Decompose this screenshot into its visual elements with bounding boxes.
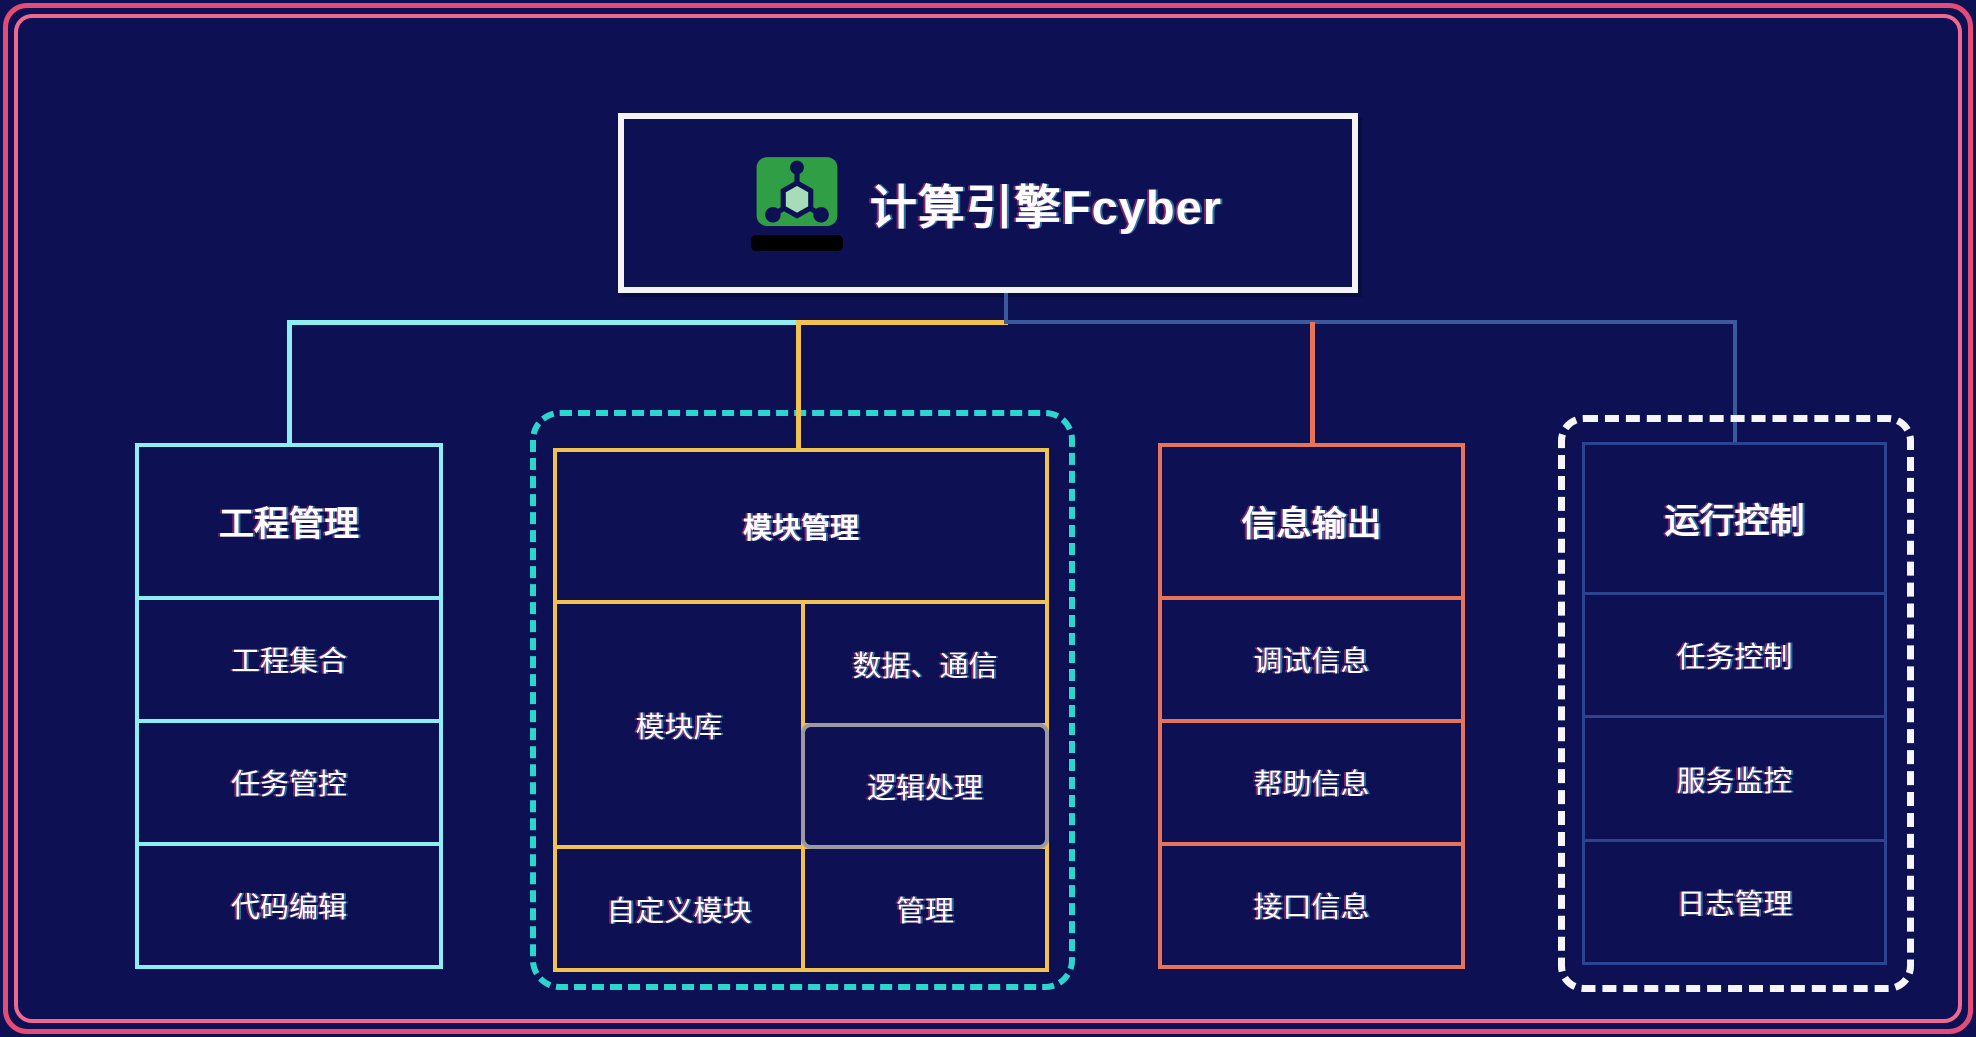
root-node-title[interactable]: 计算引擎Fcyber xyxy=(618,113,1358,293)
node-info-item[interactable]: 调试信息 xyxy=(1162,595,1461,719)
connector-bus-cyan xyxy=(287,320,800,325)
node-module-logic-label: 逻辑处理 xyxy=(866,773,983,805)
branch-info-output: 信息输出 调试信息 帮助信息 接口信息 xyxy=(1158,443,1465,969)
branch-module-management: 模块管理 模块库 数据、通信 逻辑处理 自定义模块 管理 xyxy=(553,448,1049,972)
node-run-header[interactable]: 运行控制 xyxy=(1664,502,1805,542)
node-run-item[interactable]: 服务监控 xyxy=(1585,715,1884,838)
connector-bus-yellow xyxy=(796,320,1008,325)
node-module-header[interactable]: 模块管理 xyxy=(742,513,859,545)
icon-shadow-bar xyxy=(750,235,843,251)
connector-drop-info xyxy=(1310,322,1315,444)
node-project-item[interactable]: 代码编辑 xyxy=(139,841,439,965)
molecule-icon xyxy=(750,155,843,251)
connector-drop-project xyxy=(287,320,292,444)
connector-bus-blue xyxy=(1004,320,1737,324)
branch-project-management: 工程管理 工程集合 任务管控 代码编辑 xyxy=(135,443,443,969)
node-module-data-comm[interactable]: 数据、通信 xyxy=(801,600,1045,723)
node-module-custom[interactable]: 自定义模块 xyxy=(557,845,801,968)
branch-run-control: 运行控制 任务控制 服务监控 日志管理 xyxy=(1582,442,1887,965)
node-project-item[interactable]: 任务管控 xyxy=(139,718,439,842)
node-project-header[interactable]: 工程管理 xyxy=(218,504,359,544)
node-module-library[interactable]: 模块库 xyxy=(557,600,801,845)
root-title-label: 计算引擎Fcyber xyxy=(869,180,1223,234)
node-info-header[interactable]: 信息输出 xyxy=(1241,504,1382,544)
module-dashed-container xyxy=(530,410,1075,990)
connector-drop-module xyxy=(796,320,801,450)
connector-stem xyxy=(1004,293,1008,324)
connector-drop-run xyxy=(1733,320,1737,443)
run-dashed-container xyxy=(1558,415,1914,992)
node-project-item[interactable]: 工程集合 xyxy=(139,595,439,719)
node-run-item[interactable]: 任务控制 xyxy=(1585,592,1884,715)
node-info-item[interactable]: 帮助信息 xyxy=(1162,718,1461,842)
node-info-item[interactable]: 接口信息 xyxy=(1162,841,1461,965)
node-module-logic[interactable]: 逻辑处理 xyxy=(801,723,1049,849)
node-module-manage[interactable]: 管理 xyxy=(801,845,1045,968)
node-run-item[interactable]: 日志管理 xyxy=(1585,838,1884,962)
